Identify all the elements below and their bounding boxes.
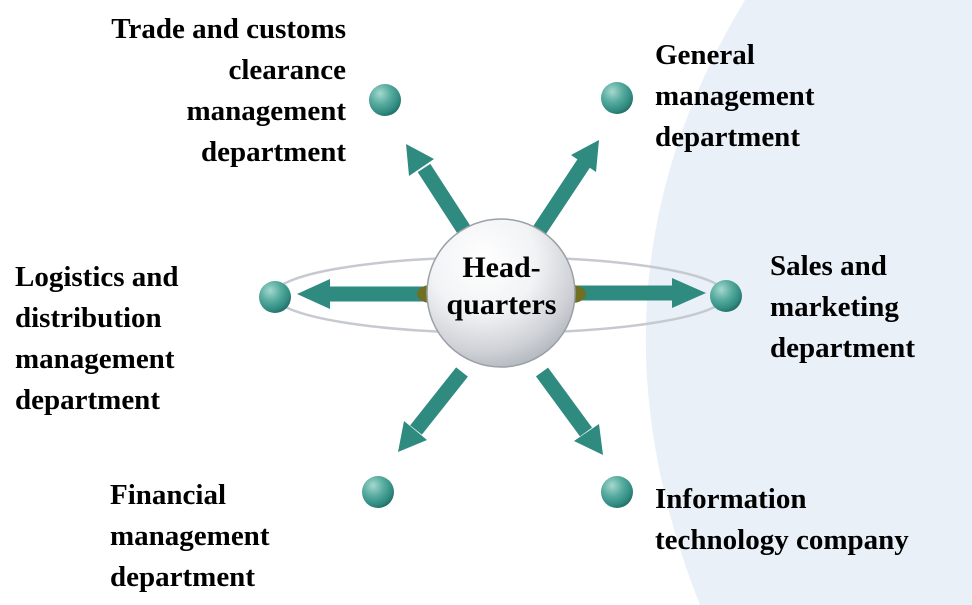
node-dot-sales xyxy=(710,280,742,312)
label-financial-dept: Financial management department xyxy=(110,479,270,593)
label-trade-dept: Trade and customs clearance management d… xyxy=(111,13,346,168)
headquarters-sphere xyxy=(426,218,576,368)
arrow-to-general-dept xyxy=(530,140,599,239)
arrow-head xyxy=(297,279,330,309)
arrow-shaft xyxy=(530,158,591,239)
arrow-to-it-company xyxy=(535,367,603,455)
node-dot-general xyxy=(601,82,633,114)
arrow-shaft xyxy=(417,163,475,241)
arrow-to-trade-dept xyxy=(406,144,475,241)
label-sales-dept: Sales and marketing department xyxy=(770,250,915,364)
arrow-to-financial-dept xyxy=(398,367,468,452)
arrow-head xyxy=(398,421,427,452)
background-swoosh xyxy=(645,0,972,605)
arrow-head xyxy=(571,140,599,172)
label-general-dept: General management department xyxy=(655,39,815,153)
arrow-shaft xyxy=(410,367,468,435)
node-dot-it xyxy=(601,476,633,508)
label-logistics-dept: Logistics and distribution management de… xyxy=(15,261,179,416)
node-dot-logistics xyxy=(259,281,291,313)
arrow-head xyxy=(574,424,603,455)
label-it-company: Information technology company xyxy=(655,483,909,556)
arrow-to-sales-dept xyxy=(568,278,706,308)
headquarters-label: Head- quarters xyxy=(446,251,557,321)
node-dot-financial xyxy=(362,476,394,508)
arrow-shaft xyxy=(535,367,593,437)
arrow-head xyxy=(672,278,706,308)
arrow-head xyxy=(406,144,434,176)
node-dot-trade xyxy=(369,84,401,116)
